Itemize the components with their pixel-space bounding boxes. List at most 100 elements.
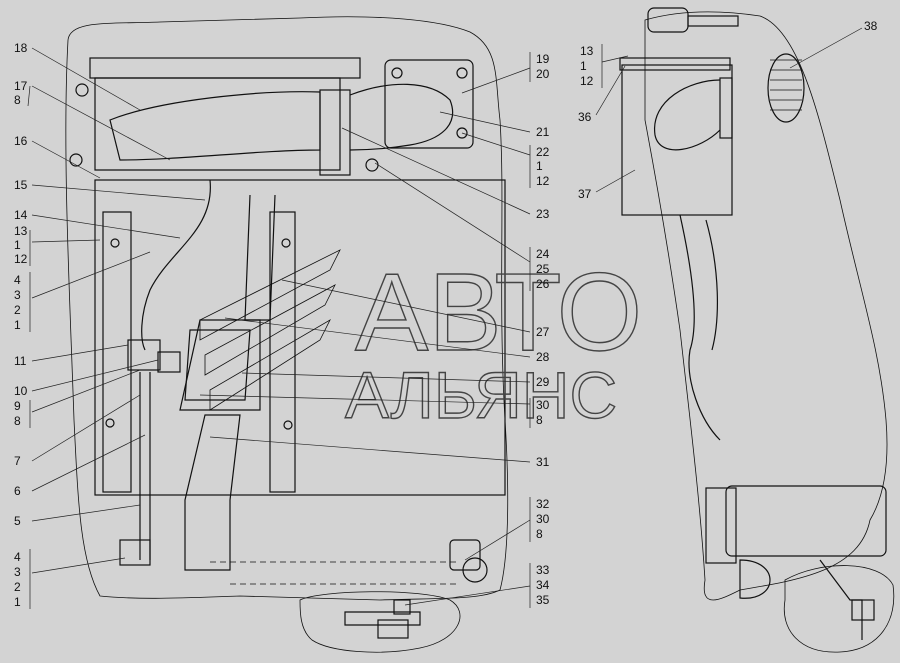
leader-line: [341, 127, 531, 215]
flange-bolt: [391, 67, 403, 79]
callout-6: 6: [14, 484, 21, 498]
leader-line: [241, 372, 531, 383]
flange-bolt: [456, 127, 468, 139]
callout-4: 4: [14, 550, 21, 564]
watermark: АВТО АЛЬЯНС: [199, 249, 643, 433]
callout-8: 8: [14, 414, 21, 428]
leader-line: [31, 239, 101, 243]
side-bracket: [705, 487, 737, 564]
watermark-line1: АВТО: [355, 251, 642, 374]
watermark-stripes: [199, 249, 341, 411]
tank-frame: [94, 179, 506, 496]
filter-cap: [619, 57, 731, 71]
callouts-left: 18 17 8 16 15 14 13 1 12 4 3 2 1 11 10 9…: [14, 41, 206, 609]
elbow-hose: [349, 83, 454, 151]
filter-clamp: [719, 77, 733, 139]
leader-line: [31, 504, 141, 522]
lower-bubble-outline: [299, 591, 461, 653]
callout-26: 26: [536, 277, 550, 291]
strainer-mesh: [770, 59, 802, 111]
leader-line: [31, 344, 129, 362]
leader-line: [209, 436, 531, 463]
leader-line: [281, 279, 531, 333]
side-tank-bottom: [725, 485, 887, 557]
callout-30: 30: [536, 512, 550, 526]
callout-18: 18: [14, 41, 28, 55]
sensor-wire: [141, 179, 211, 351]
fitting-assembly: [344, 611, 421, 626]
leader-line: [31, 47, 141, 111]
mount-bolt: [69, 153, 83, 167]
drain-elbow-end: [462, 557, 488, 583]
leader-line: [595, 169, 636, 193]
front-view: [65, 16, 509, 653]
side-view: [619, 7, 895, 653]
side-hose-inner: [705, 219, 718, 351]
callout-1: 1: [580, 59, 587, 73]
callout-25: 25: [536, 262, 550, 276]
callout-13: 13: [14, 224, 28, 238]
callout-8: 8: [536, 413, 543, 427]
callout-37: 37: [578, 187, 592, 201]
sensor-block: [127, 339, 161, 371]
side-drain-elbow: [739, 559, 771, 599]
filter-housing: [621, 64, 733, 216]
vertical-rail: [269, 211, 296, 493]
callout-14: 14: [14, 208, 28, 222]
flange-plate: [384, 59, 474, 149]
mount-bolt: [105, 418, 115, 428]
callout-8: 8: [536, 527, 543, 541]
mount-bolt: [281, 238, 291, 248]
mount-bolt: [283, 420, 293, 430]
top-bracket: [89, 57, 361, 79]
callout-4: 4: [14, 273, 21, 287]
leader-line: [461, 132, 531, 156]
callout-29: 29: [536, 375, 550, 389]
callout-35: 35: [536, 593, 550, 607]
callout-20: 20: [536, 67, 550, 81]
callout-10: 10: [14, 384, 28, 398]
callout-17: 17: [14, 79, 28, 93]
leader-line: [31, 434, 146, 492]
leader-line: [31, 557, 126, 574]
drain-elbow: [449, 539, 481, 571]
callout-11: 11: [14, 354, 27, 368]
callout-32: 32: [536, 497, 550, 511]
mount-bolt: [365, 158, 379, 172]
callout-34: 34: [536, 578, 550, 592]
flange-bolt: [456, 67, 468, 79]
callout-22: 22: [536, 145, 550, 159]
leader-line: [31, 85, 171, 161]
callout-15: 15: [14, 178, 28, 192]
side-view-outline: [644, 11, 888, 601]
leader-line: [31, 359, 159, 392]
side-drain-fitting: [851, 599, 875, 621]
fitting-nut: [393, 599, 411, 615]
main-hose: [184, 414, 241, 571]
callout-27: 27: [536, 325, 550, 339]
side-top-pipe: [647, 7, 689, 33]
leader-line: [224, 317, 531, 358]
leader-line: [461, 67, 531, 94]
leader-line: [439, 111, 531, 133]
riser-pipe: [319, 89, 351, 176]
callout-31: 31: [536, 455, 550, 469]
callout-3: 3: [14, 565, 21, 579]
leader-line: [31, 184, 206, 201]
callout-1: 1: [14, 318, 21, 332]
callout-36: 36: [578, 110, 592, 124]
leader-line: [404, 585, 531, 606]
callout-33: 33: [536, 563, 550, 577]
mount-bolt: [110, 238, 120, 248]
callout-24: 24: [536, 247, 550, 261]
leader-line: [601, 55, 629, 63]
leader-line: [199, 394, 531, 405]
callout-21: 21: [536, 125, 550, 139]
callouts-right: 19 20 21 22 1 12 23 24 25 26 27 28 29 30…: [199, 52, 550, 608]
front-view-outline: [65, 16, 509, 601]
bracket-line: [27, 85, 31, 107]
callout-28: 28: [536, 350, 550, 364]
leader-line: [31, 140, 101, 179]
callout-7: 7: [14, 454, 21, 468]
